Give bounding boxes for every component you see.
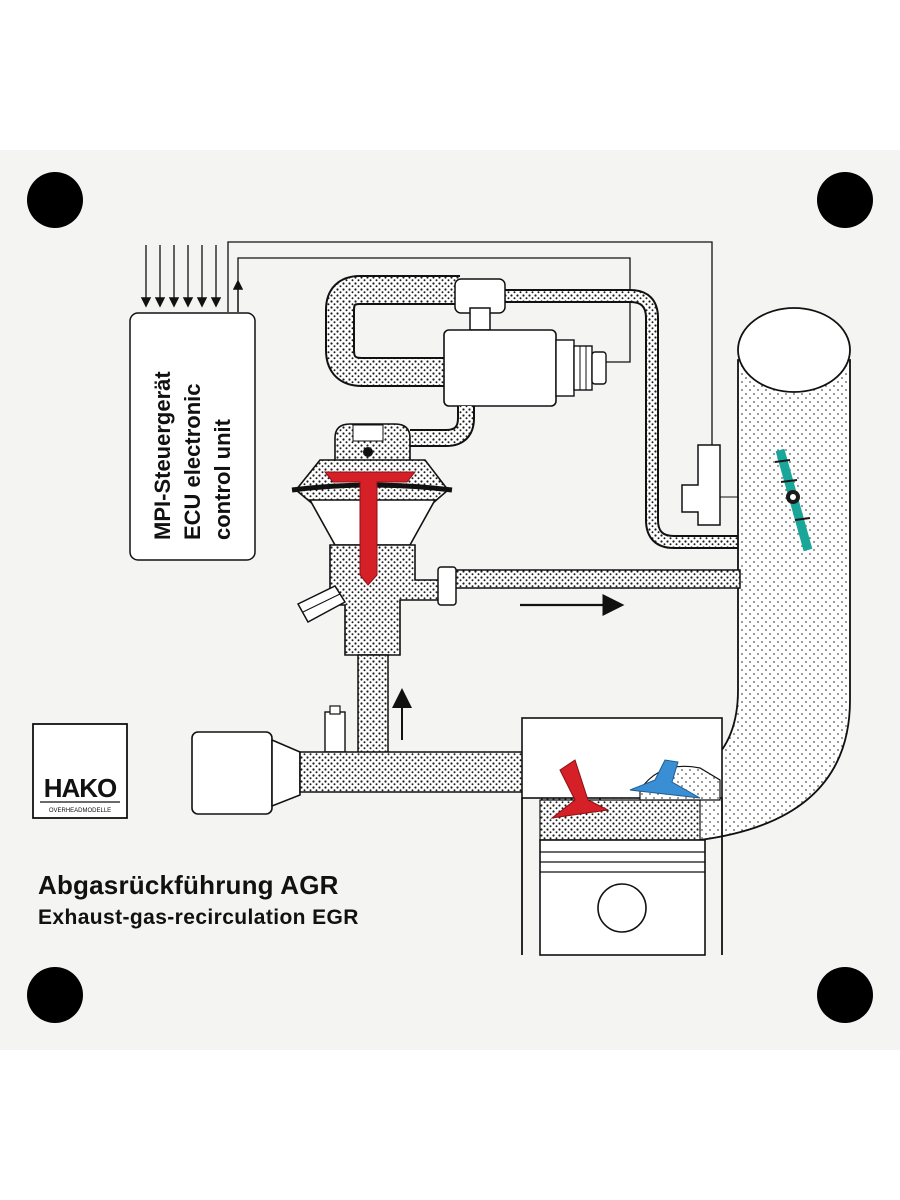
- hako-logo-brand: HAKO: [44, 773, 117, 803]
- title-german: Abgasrückführung AGR: [38, 870, 339, 900]
- egr-valve: [291, 423, 457, 656]
- engine-cylinder: [521, 717, 723, 956]
- ecu-box: [129, 312, 256, 561]
- egr-return-pipe: [439, 569, 741, 589]
- fuel-injector: [324, 705, 346, 762]
- hako-logo-sub: OVERHEADMODELLE: [49, 808, 111, 814]
- title-english: Exhaust-gas-recirculation EGR: [38, 906, 359, 929]
- mount-hole-top-left: [27, 172, 83, 228]
- mount-hole-top-right: [817, 172, 873, 228]
- piston-pin: [597, 883, 647, 933]
- ecu-wiring: [227, 241, 713, 445]
- solenoid-connector: [454, 278, 506, 331]
- egr-solenoid-valve: [443, 329, 607, 407]
- ecu-label-line3: control unit: [210, 418, 235, 540]
- air-filter-housing: [191, 731, 301, 815]
- ecu-label-line1: MPI-Steuergerät: [150, 371, 175, 540]
- exhaust-valve: [629, 759, 701, 799]
- ecu-input-arrows: [140, 245, 244, 312]
- mount-hole-bottom-right: [817, 967, 873, 1023]
- ecu-label: MPI-Steuergerät ECU electronic control u…: [150, 371, 235, 540]
- throttle-valve: [774, 448, 813, 552]
- hako-logo: HAKO OVERHEADMODELLE: [32, 723, 128, 819]
- ecu-label-line2: ECU electronic: [180, 384, 205, 541]
- intake-valve: [550, 759, 610, 819]
- egr-riser-pipe: [357, 654, 389, 761]
- mount-hole-bottom-left: [27, 967, 83, 1023]
